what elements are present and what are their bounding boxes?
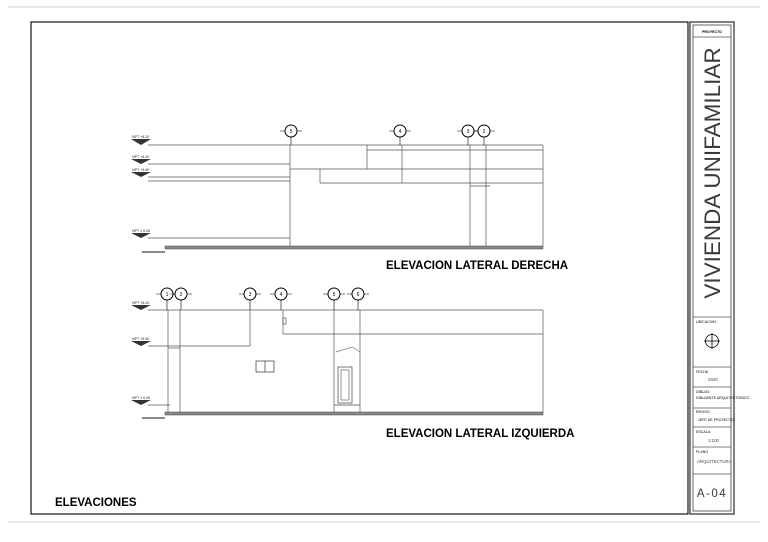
axis-marker: 6: [347, 287, 369, 310]
revisado-label: REVISO:: [696, 410, 711, 414]
elevation-right: [142, 144, 544, 253]
location-symbol-icon: [704, 333, 720, 349]
axis-marker: 2: [170, 287, 192, 310]
axis-marker: 4: [389, 124, 411, 145]
axis-marker: 1: [156, 287, 178, 310]
axis-marker: 5: [323, 287, 345, 310]
level-label: NPT +5.50: [132, 337, 149, 341]
axis-marker: 4: [270, 287, 292, 310]
axis-label: 3: [467, 129, 470, 135]
level-label: NPT +5.60: [132, 168, 149, 172]
plano-label: PLANO: [696, 450, 708, 454]
project-name: VIVIENDA UNIFAMILIAR: [700, 47, 725, 298]
level-markers-right: [131, 139, 151, 238]
level-label: NPT +6.20: [132, 155, 149, 159]
level-label: NPT ± 0.00: [132, 229, 150, 233]
axis-label: 3: [249, 292, 252, 298]
plano-value: ARQUITECTURA: [697, 459, 732, 464]
title-block: [689, 21, 735, 515]
escala-value: 1:100: [708, 438, 720, 443]
ubicacion-label: UBICACION: [696, 320, 716, 324]
sheet-title: ELEVACIONES: [55, 497, 137, 509]
title-right-elevation: ELEVACION LATERAL DERECHA: [386, 260, 568, 272]
level-label: NPT ± 0.00: [132, 396, 150, 400]
dibujo-label: DIBUJO:: [696, 390, 710, 394]
axis-label: 2: [483, 129, 486, 135]
level-label: NPT +8.20: [132, 135, 149, 139]
revisado-value: JEFE DE PROYECTO: [698, 418, 734, 422]
axis-label: 5: [290, 129, 293, 135]
proyecto-label: PROYECTO: [702, 30, 722, 34]
sheet-outer-frame: [8, 6, 760, 523]
fecha-label: FECHA: [696, 370, 709, 374]
axis-label: 4: [399, 129, 402, 135]
axis-label: 5: [333, 292, 336, 298]
sheet-number: A-04: [697, 488, 727, 500]
axis-marker: 3: [239, 287, 261, 310]
axis-label: 6: [357, 292, 360, 298]
drawing-border: [30, 21, 689, 515]
axis-markers-right: 5 4 3 2: [280, 124, 495, 145]
axis-marker: 2: [473, 124, 495, 145]
level-label: NPT +8.20: [132, 301, 149, 305]
level-labels-left: NPT +8.20 NPT +5.50 NPT ± 0.00: [132, 301, 150, 400]
fecha-value: 2020: [708, 377, 718, 382]
axis-label: 4: [280, 292, 283, 298]
elevation-left: [142, 309, 544, 419]
escala-label: ESCALA:: [696, 430, 711, 434]
axis-marker: 5: [280, 124, 302, 145]
axis-label: 2: [180, 292, 183, 298]
title-left-elevation: ELEVACION LATERAL IZQUIERDA: [386, 428, 574, 440]
dibujo-value: DIBUJANTE ARQUITECTONICO: [696, 396, 749, 400]
level-markers-left: [131, 305, 151, 405]
axis-marker: 3: [457, 124, 479, 145]
level-labels-right: NPT +8.20 NPT +6.20 NPT +5.60 NPT ± 0.00: [132, 135, 150, 233]
axis-label: 1: [166, 292, 169, 298]
axis-markers-left: 1 2 3 4 5 6: [156, 287, 369, 310]
